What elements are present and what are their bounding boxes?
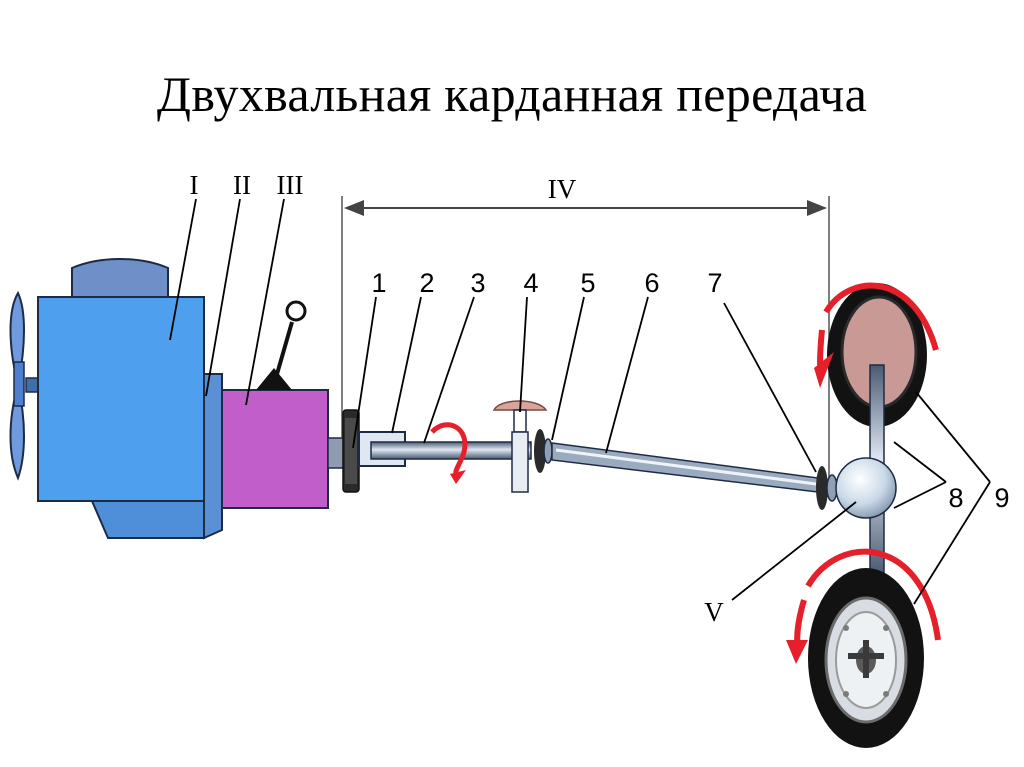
- label-number-5: 5: [580, 268, 595, 298]
- label-number-3: 3: [470, 268, 485, 298]
- shaft-rotation-arrow: [430, 422, 468, 484]
- label-roman-i: I: [190, 170, 199, 200]
- gearbox: [221, 300, 345, 509]
- main-shaft-part-6: [551, 442, 819, 493]
- label-roman-ii: II: [233, 170, 251, 200]
- clutch-housing: [203, 373, 223, 540]
- lower-wheel: [786, 548, 941, 748]
- label-roman-iii: III: [277, 170, 304, 200]
- leader-lines: [169, 198, 991, 605]
- label-number-4: 4: [523, 268, 538, 298]
- dimension-iv: [341, 196, 830, 480]
- label-number-7: 7: [707, 268, 722, 298]
- label-number-1: 1: [371, 268, 386, 298]
- label-number-9: 9: [994, 483, 1009, 513]
- label-roman-v: V: [704, 597, 724, 627]
- label-number-6: 6: [644, 268, 659, 298]
- upper-wheel: [814, 282, 939, 427]
- engine-block: [37, 258, 205, 539]
- rear-joint-part-7: [816, 466, 838, 510]
- final-drive-housing: [835, 457, 897, 519]
- intermediate-shaft-part-3: [370, 441, 532, 460]
- slide-title: Двухвальная карданная передача: [156, 66, 868, 122]
- label-number-8: 8: [948, 483, 963, 513]
- label-roman-iv: IV: [548, 174, 577, 204]
- label-number-2: 2: [419, 268, 434, 298]
- fan: [9, 290, 41, 481]
- universal-joint-part-5: [534, 429, 553, 473]
